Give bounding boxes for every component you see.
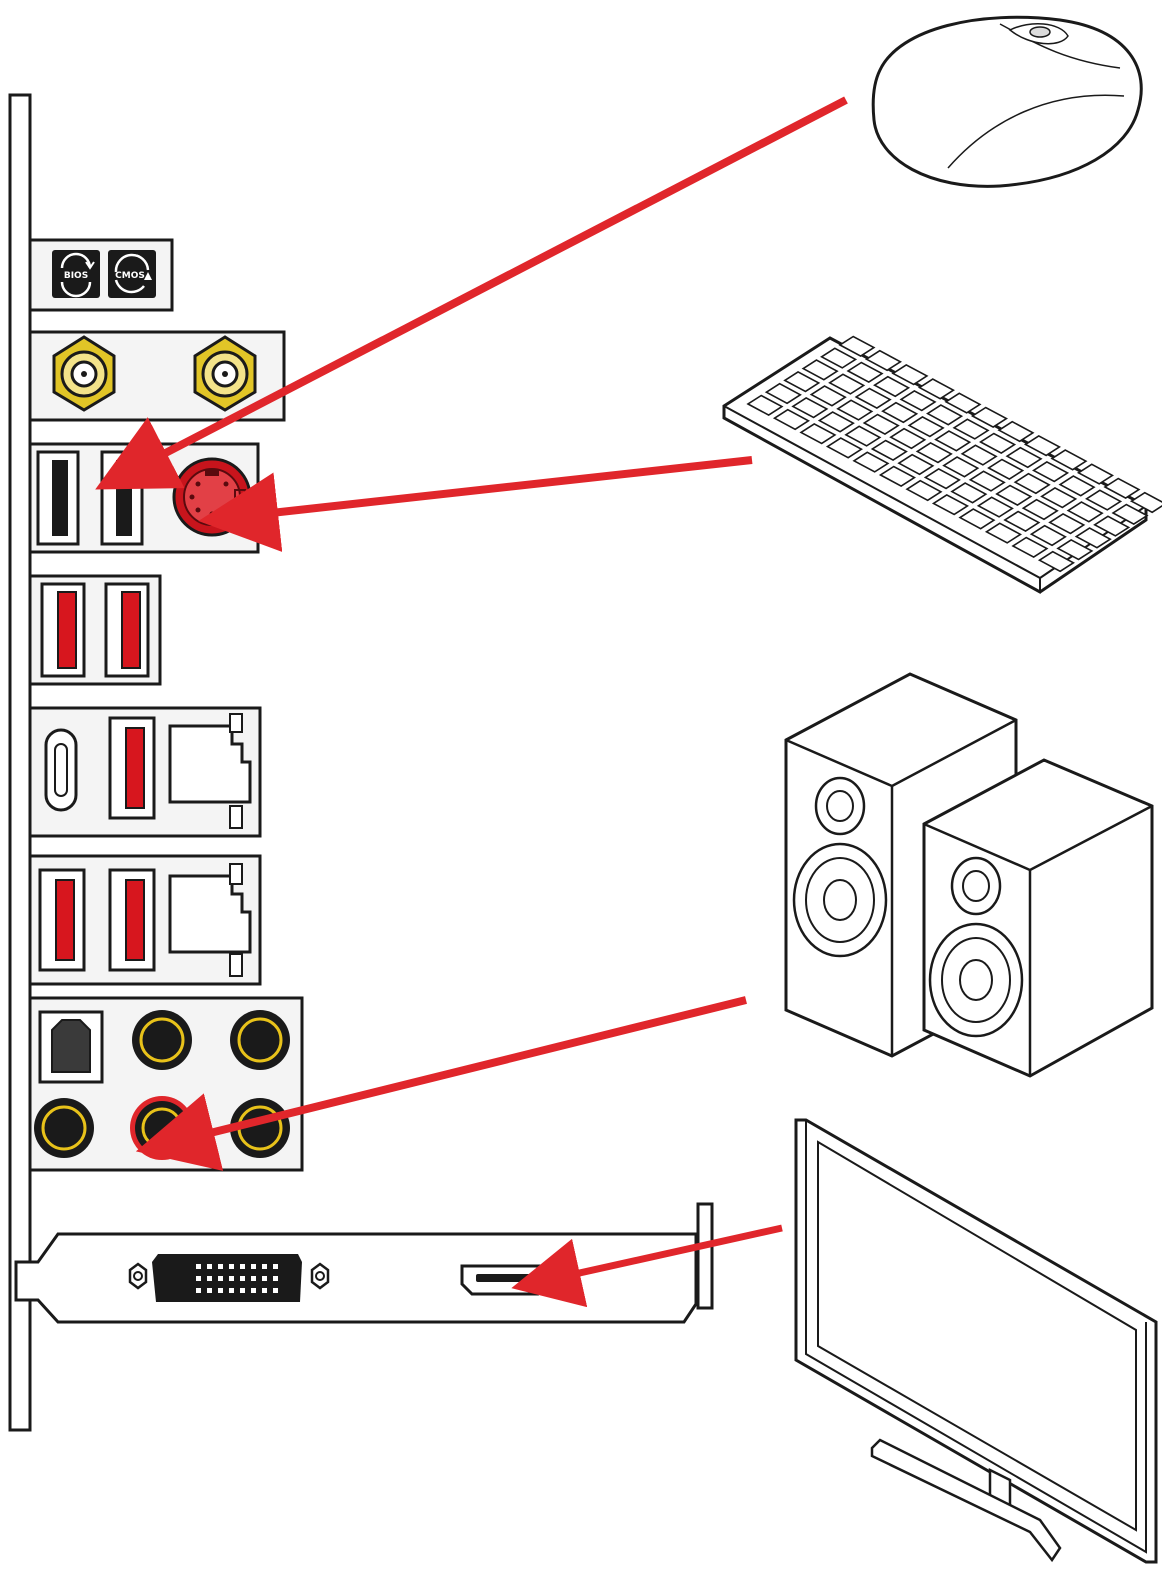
- keyboard-keys: [746, 335, 1162, 573]
- optical-spdif-port[interactable]: [38, 1010, 104, 1084]
- usb3-block: [28, 574, 162, 686]
- cmos-button-label: CMOS: [115, 271, 145, 281]
- antenna-connector-right[interactable]: [193, 335, 257, 412]
- usb2-ps2-block: [28, 442, 260, 554]
- ps2-port[interactable]: [172, 457, 252, 537]
- connection-arrows: [95, 96, 848, 1308]
- arrow-mouse-to-usb: [95, 96, 848, 490]
- speakers-icon: [784, 672, 1154, 1078]
- usb3-lan-block: [28, 854, 262, 986]
- bios-flashback-button[interactable]: BIOS: [52, 250, 100, 298]
- audio-line-out-jack[interactable]: [130, 1096, 194, 1160]
- audio-jack-top-2[interactable]: [230, 1010, 290, 1070]
- hdmi-port[interactable]: [460, 1264, 550, 1296]
- arrow-speakers-to-audio: [135, 996, 747, 1171]
- dvi-port[interactable]: [128, 1254, 330, 1302]
- antenna-block: [28, 330, 286, 422]
- usb-2-port-left[interactable]: [36, 450, 80, 546]
- audio-jack-bottom-1[interactable]: [34, 1098, 94, 1158]
- mouse-icon: [871, 15, 1143, 188]
- usbc-lan-block: [28, 706, 262, 838]
- arrow-monitor-to-hdmi: [511, 1224, 783, 1308]
- usb-3-port-2[interactable]: [104, 582, 150, 678]
- lan-port-1[interactable]: [168, 713, 252, 829]
- clear-cmos-button[interactable]: CMOS: [108, 250, 156, 298]
- io-shield-plate: [8, 93, 32, 1432]
- monitor-icon: [794, 1118, 1158, 1564]
- audio-jack-top-1[interactable]: [132, 1010, 192, 1070]
- usb-3-port-5[interactable]: [108, 868, 156, 972]
- usb-2-port[interactable]: [100, 450, 144, 546]
- button-block: BIOS CMOS: [28, 238, 174, 312]
- dvi-pins: [196, 1264, 278, 1293]
- clear-cmos-icon: [114, 253, 152, 294]
- audio-block: [28, 996, 304, 1172]
- antenna-connector-left[interactable]: [52, 335, 116, 412]
- arrow-keyboard-to-ps2: [198, 456, 753, 553]
- bios-button-label: BIOS: [64, 271, 88, 281]
- bios-flashback-icon: [60, 252, 95, 298]
- usb-3-port-1[interactable]: [40, 582, 86, 678]
- usb-3-port-4[interactable]: [38, 868, 86, 972]
- keyboard-icon: [722, 335, 1162, 594]
- io-shield: BIOS CMOS: [8, 93, 304, 1432]
- usb-3-port-3[interactable]: [108, 716, 156, 820]
- lan-port-2[interactable]: [168, 863, 252, 977]
- graphics-card-bracket: [14, 1202, 714, 1324]
- usb-c-port[interactable]: [44, 728, 78, 812]
